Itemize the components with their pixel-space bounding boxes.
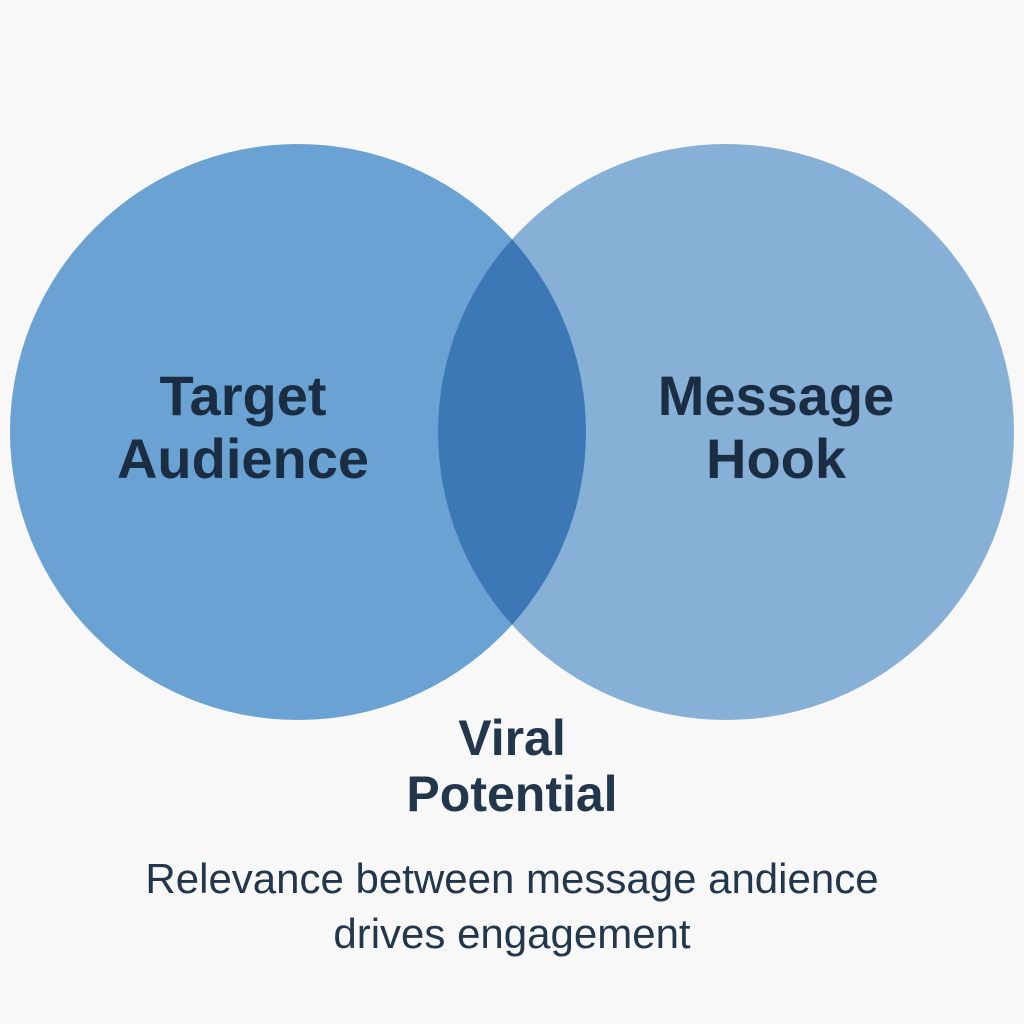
caption: Relevance between message andience drive… bbox=[0, 852, 1024, 961]
intersection-label-line: Viral bbox=[458, 710, 566, 766]
set-circle-message-hook bbox=[438, 144, 1014, 720]
caption-line: Relevance between message andience bbox=[145, 855, 879, 902]
caption-line: drives engagement bbox=[333, 909, 691, 957]
set-label-target-audience: Target Audience bbox=[43, 364, 443, 490]
set-circle-target-audience bbox=[10, 144, 586, 720]
set-label-line: Hook bbox=[706, 426, 846, 490]
intersection-label: Viral Potential bbox=[312, 710, 712, 822]
set-label-message-hook: Message Hook bbox=[576, 364, 976, 490]
set-label-line: Audience bbox=[116, 426, 370, 490]
set-label-line: Message bbox=[657, 364, 895, 427]
set-label-line: Target bbox=[159, 364, 327, 427]
intersection-label-line: Potential bbox=[406, 766, 618, 822]
